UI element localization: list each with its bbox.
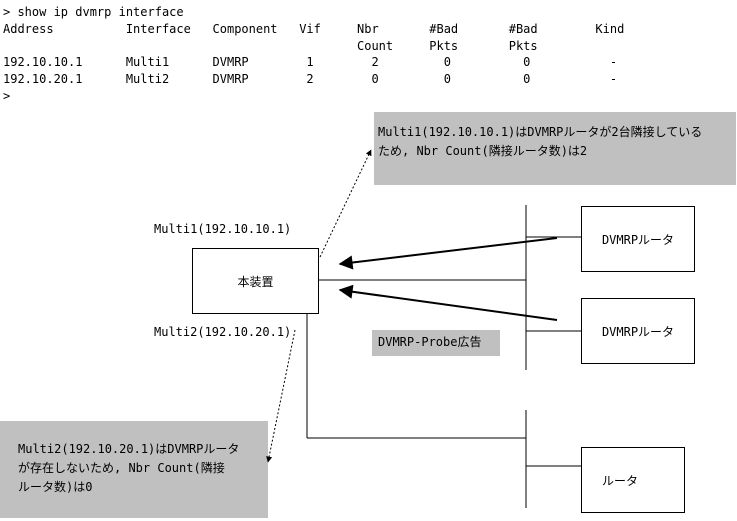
- table-row: 192.10.10.1 Multi1 DVMRP 1 2 0 0 -: [3, 55, 618, 70]
- probe-arrow-1: [338, 237, 558, 270]
- callout2-pointer: [266, 329, 296, 463]
- command-line: > show ip dvmrp interface: [3, 5, 184, 19]
- label-multi2: Multi2(192.10.20.1): [154, 325, 292, 339]
- router-3: ルータ: [581, 447, 685, 513]
- table-header-2: Count Pkts Pkts: [3, 38, 538, 53]
- callout-multi1: Multi1(192.10.10.1)はDVMRPルータが2台隣接している ため…: [374, 112, 736, 185]
- dvmrp-router-1: DVMRPルータ: [581, 206, 695, 272]
- probe-label: DVMRP-Probe広告: [372, 330, 500, 356]
- probe-arrow-2: [338, 284, 558, 321]
- table-header-1: Address Interface Component Vif Nbr #Bad…: [3, 21, 625, 36]
- label-multi1: Multi1(192.10.10.1): [154, 222, 292, 236]
- callout1-pointer: [319, 149, 372, 258]
- table-row: 192.10.20.1 Multi2 DVMRP 2 0 0 0 -: [3, 72, 618, 87]
- device-box: 本装置: [192, 248, 319, 314]
- dvmrp-router-2: DVMRPルータ: [581, 298, 695, 364]
- callout-multi2: Multi2(192.10.20.1)はDVMRPルータ が存在しないため, N…: [0, 421, 268, 518]
- prompt: >: [3, 88, 11, 103]
